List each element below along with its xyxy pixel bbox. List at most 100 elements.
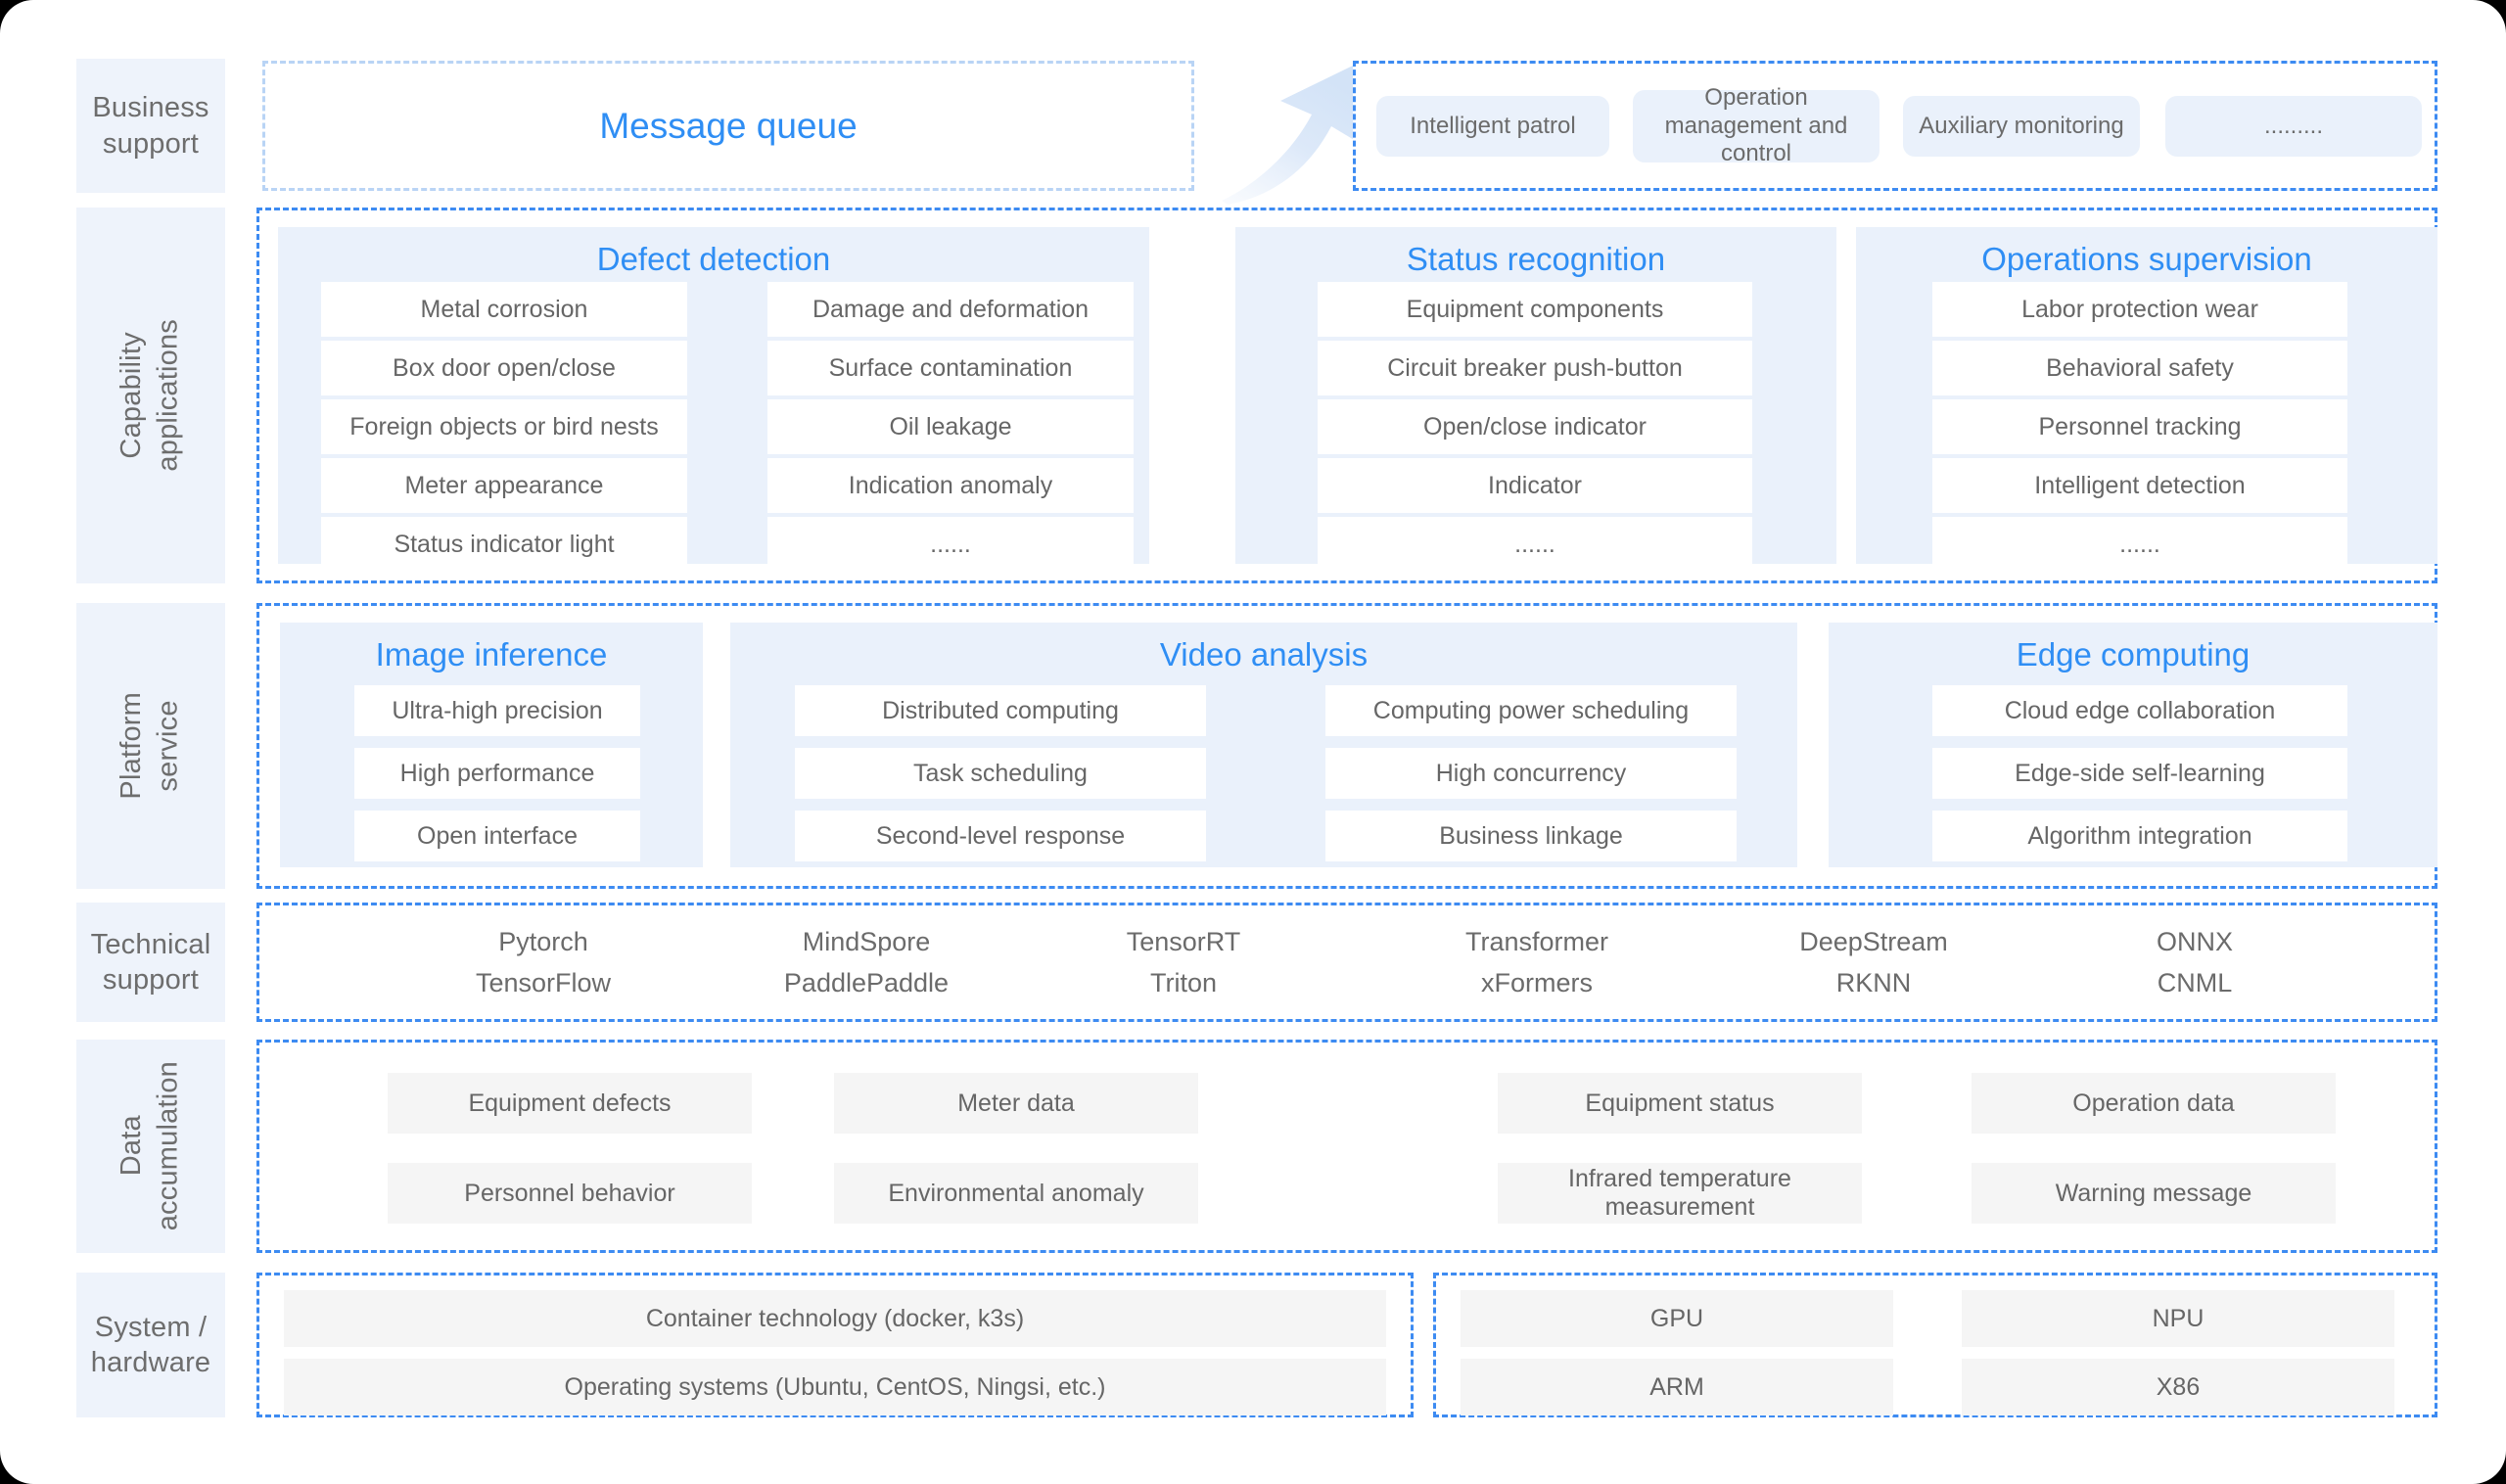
tech-item-label: TensorRT Triton	[1126, 927, 1241, 997]
row-label-business-support-text: Business support	[92, 92, 209, 160]
capability-item-label: Damage and deformation	[812, 295, 1090, 323]
row-label-data-accumulation-text: Data accumulation	[116, 1061, 184, 1231]
technical-support-container	[256, 903, 2437, 1022]
tech-item-label: DeepStream RKNN	[1799, 927, 1948, 997]
system-item[interactable]: Container technology (docker, k3s)	[284, 1290, 1386, 1347]
capability-item-label: Intelligent detection	[2034, 471, 2246, 499]
data-item[interactable]: Personnel behavior	[388, 1163, 752, 1224]
capability-item-label: Meter appearance	[404, 471, 604, 499]
capability-item-label: Foreign objects or bird nests	[349, 412, 659, 441]
tech-item-label: Transformer xFormers	[1464, 927, 1609, 997]
group-video-analysis-title: Video analysis	[1159, 636, 1369, 672]
data-item[interactable]: Warning message	[1972, 1163, 2336, 1224]
system-item[interactable]: Operating systems (Ubuntu, CentOS, Nings…	[284, 1359, 1386, 1415]
platform-item[interactable]: Business linkage	[1325, 811, 1737, 861]
capability-item[interactable]: Metal corrosion	[321, 282, 687, 337]
business-tag-3[interactable]: .........	[2165, 96, 2422, 157]
platform-item[interactable]: Distributed computing	[795, 685, 1206, 736]
capability-item[interactable]: Intelligent detection	[1932, 458, 2347, 513]
capability-item[interactable]: Behavioral safety	[1932, 341, 2347, 395]
data-item[interactable]: Operation data	[1972, 1073, 2336, 1134]
tech-item[interactable]: TensorRT Triton	[1067, 922, 1300, 1004]
tech-item[interactable]: ONNX CNML	[2077, 922, 2312, 1004]
capability-item[interactable]: ......	[1318, 517, 1752, 572]
capability-item[interactable]: Labor protection wear	[1932, 282, 2347, 337]
hardware-item[interactable]: ARM	[1461, 1359, 1893, 1415]
row-label-data-accumulation: Data accumulation	[76, 1040, 225, 1253]
row-label-platform-service: Platform service	[76, 603, 225, 889]
capability-item[interactable]: Damage and deformation	[767, 282, 1134, 337]
data-item-label: Environmental anomaly	[888, 1179, 1144, 1207]
hardware-item[interactable]: GPU	[1461, 1290, 1893, 1347]
data-item[interactable]: Equipment status	[1498, 1073, 1862, 1134]
tech-item[interactable]: MindSpore PaddlePaddle	[724, 922, 1008, 1004]
platform-item[interactable]: Task scheduling	[795, 748, 1206, 799]
tech-item[interactable]: Pytorch TensorFlow	[401, 922, 685, 1004]
platform-item-label: Task scheduling	[913, 759, 1088, 787]
capability-item[interactable]: Box door open/close	[321, 341, 687, 395]
business-tag-1[interactable]: Operation management and control	[1633, 84, 1880, 166]
capability-item[interactable]: Foreign objects or bird nests	[321, 399, 687, 454]
capability-item[interactable]: Open/close indicator	[1318, 399, 1752, 454]
platform-item-label: Edge-side self-learning	[2015, 759, 2265, 787]
row-label-business-support: Business support	[76, 59, 225, 193]
business-tag-0[interactable]: Intelligent patrol	[1376, 96, 1609, 157]
row-label-capability-applications: Capability applications	[76, 208, 225, 583]
data-item[interactable]: Infrared temperature measurement	[1498, 1163, 1862, 1224]
tech-item[interactable]: Transformer xFormers	[1410, 922, 1664, 1004]
capability-item[interactable]: Circuit breaker push-button	[1318, 341, 1752, 395]
data-item-label: Personnel behavior	[464, 1179, 675, 1207]
data-item[interactable]: Equipment defects	[388, 1073, 752, 1134]
capability-item[interactable]: Equipment components	[1318, 282, 1752, 337]
hardware-item[interactable]: NPU	[1962, 1290, 2394, 1347]
tech-item[interactable]: DeepStream RKNN	[1740, 922, 2007, 1004]
data-item-label: Operation data	[2072, 1089, 2235, 1117]
capability-item-label: Personnel tracking	[2038, 412, 2242, 441]
data-item-label: Meter data	[957, 1089, 1075, 1117]
platform-item[interactable]: Edge-side self-learning	[1932, 748, 2347, 799]
capability-item[interactable]: Status indicator light	[321, 517, 687, 572]
capability-item[interactable]: Indicator	[1318, 458, 1752, 513]
capability-item-label: Equipment components	[1406, 295, 1664, 323]
capability-item[interactable]: ......	[767, 517, 1134, 572]
capability-item[interactable]: Personnel tracking	[1932, 399, 2347, 454]
data-item[interactable]: Environmental anomaly	[834, 1163, 1198, 1224]
curved-arrow-up-right-icon	[1222, 66, 1361, 205]
platform-item[interactable]: Ultra-high precision	[354, 685, 640, 736]
platform-item[interactable]: Computing power scheduling	[1325, 685, 1737, 736]
capability-item-label: Surface contamination	[828, 353, 1073, 382]
platform-item-label: High concurrency	[1435, 759, 1627, 787]
row-label-system-hardware: System / hardware	[76, 1273, 225, 1417]
capability-item[interactable]: ......	[1932, 517, 2347, 572]
hardware-item-label: GPU	[1649, 1304, 1704, 1332]
data-item[interactable]: Meter data	[834, 1073, 1198, 1134]
business-tag-0-label: Intelligent patrol	[1410, 112, 1576, 139]
capability-item-label: Metal corrosion	[420, 295, 588, 323]
platform-item[interactable]: Open interface	[354, 811, 640, 861]
platform-item[interactable]: Second-level response	[795, 811, 1206, 861]
platform-item[interactable]: Cloud edge collaboration	[1932, 685, 2347, 736]
capability-item-label: Indicator	[1488, 471, 1582, 499]
capability-item-label: Circuit breaker push-button	[1387, 353, 1683, 382]
platform-item-label: High performance	[399, 759, 595, 787]
capability-item[interactable]: Indication anomaly	[767, 458, 1134, 513]
data-item-label: Equipment status	[1585, 1089, 1775, 1117]
data-item-label: Infrared temperature measurement	[1568, 1165, 1791, 1221]
platform-item[interactable]: Algorithm integration	[1932, 811, 2347, 861]
hardware-item[interactable]: X86	[1962, 1359, 2394, 1415]
group-defect-detection: Defect detection	[278, 227, 1149, 564]
capability-item[interactable]: Surface contamination	[767, 341, 1134, 395]
hardware-item-label: ARM	[1649, 1372, 1704, 1401]
business-tag-2[interactable]: Auxiliary monitoring	[1903, 96, 2140, 157]
platform-item-label: Cloud edge collaboration	[2004, 696, 2276, 724]
capability-item-label: Box door open/close	[393, 353, 616, 382]
capability-item-label: Open/close indicator	[1423, 412, 1647, 441]
row-label-technical-support: Technical support	[76, 903, 225, 1022]
capability-item[interactable]: Oil leakage	[767, 399, 1134, 454]
platform-item[interactable]: High concurrency	[1325, 748, 1737, 799]
tech-item-label: ONNX CNML	[2156, 927, 2233, 997]
tech-item-label: Pytorch TensorFlow	[475, 927, 612, 997]
capability-item[interactable]: Meter appearance	[321, 458, 687, 513]
platform-item[interactable]: High performance	[354, 748, 640, 799]
capability-item-label: ......	[1514, 530, 1555, 558]
